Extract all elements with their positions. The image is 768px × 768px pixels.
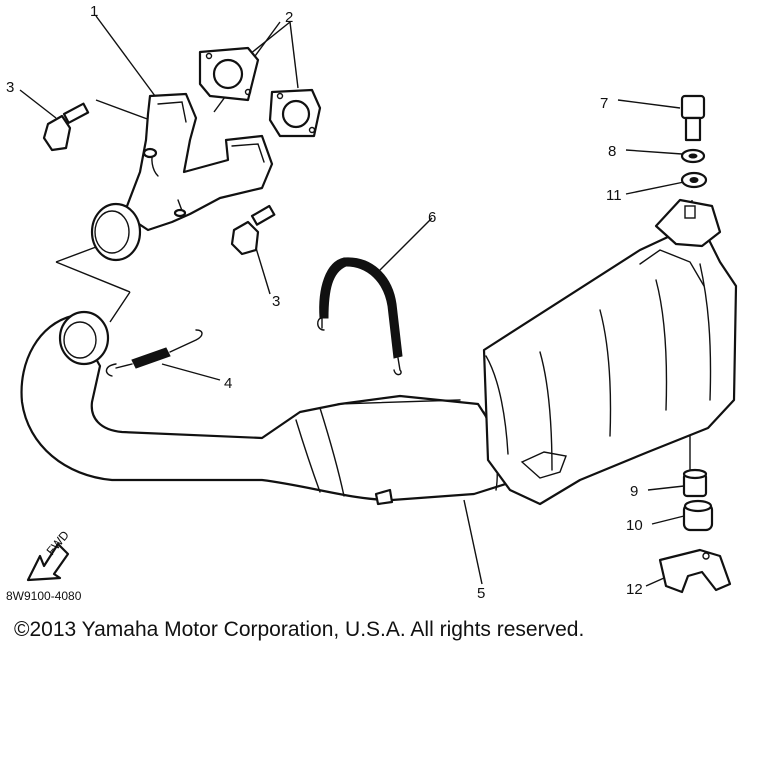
copyright-notice: ©2013 Yamaha Motor Corporation, U.S.A. A… [14,618,584,641]
fwd-arrow-icon: FWD [26,528,72,582]
collar-9 [682,468,708,498]
muffler-bracket [658,548,732,594]
callout-4: 4 [224,375,232,392]
callout-8: 8 [608,143,616,160]
callout-7: 7 [600,95,608,112]
callout-9: 9 [630,483,638,500]
callout-5: 5 [477,585,485,602]
callout-2: 2 [285,9,293,26]
gasket-rear [268,88,322,138]
washer-8 [680,148,706,164]
exhaust-header-pipe [90,92,274,262]
flange-bolt-lower [230,204,276,256]
exhaust-pipe-and-muffler [20,198,738,506]
spring-large [317,257,403,376]
callout-6: 6 [428,209,436,226]
drawing-code: 8W9100-4080 [6,589,82,603]
callout-11: 11 [606,187,622,204]
callout-10: 10 [626,517,643,534]
callout-12: 12 [626,581,643,598]
washer-11 [680,171,708,189]
flange-bolt-upper [42,102,90,152]
callout-3-lower: 3 [272,293,280,310]
callout-numbers: 1 2 3 3 4 5 6 7 8 11 9 10 12 [6,3,643,602]
gasket-front [198,46,260,102]
leader-lines [19,15,693,587]
muffler-bolt [680,94,706,142]
callout-3-upper: 3 [6,79,14,96]
callout-1: 1 [90,3,98,20]
spring-small [105,329,203,377]
grommet-10 [682,499,714,532]
